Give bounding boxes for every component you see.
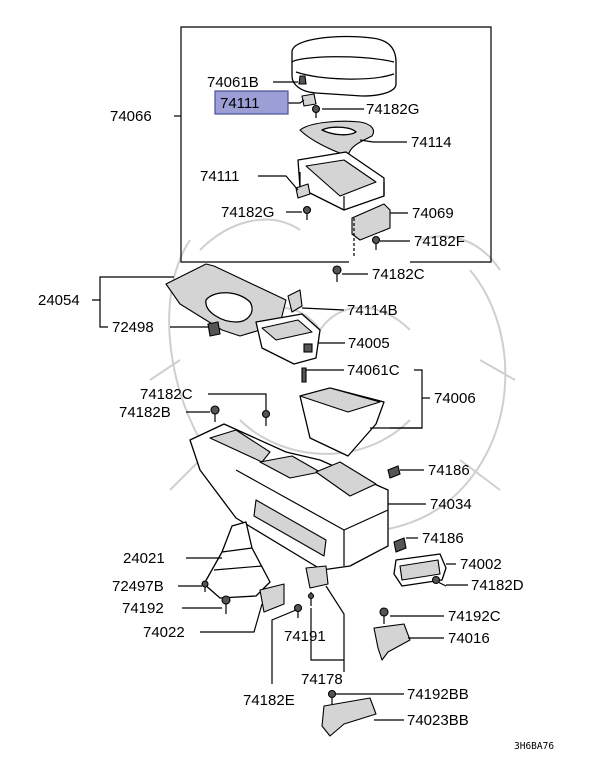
label-74066[interactable]: 74066 xyxy=(110,108,152,125)
screw-74182c-top[interactable] xyxy=(332,265,342,282)
bracket-74114b[interactable] xyxy=(287,289,303,313)
label-74191[interactable]: 74191 xyxy=(284,628,326,645)
box-74006[interactable] xyxy=(299,387,385,457)
label-74069[interactable]: 74069 xyxy=(412,205,454,222)
label-74022[interactable]: 74022 xyxy=(143,624,185,641)
latch-74069[interactable] xyxy=(351,203,391,258)
bracket-74023bb[interactable] xyxy=(321,697,377,737)
bolt-74192bb[interactable] xyxy=(327,689,337,705)
label-72497b[interactable]: 72497B xyxy=(112,578,164,595)
console-74034[interactable] xyxy=(189,423,389,571)
label-74002[interactable]: 74002 xyxy=(460,556,502,573)
screw-74182b[interactable] xyxy=(210,405,220,422)
clip-74061b[interactable] xyxy=(298,75,307,85)
label-74006[interactable]: 74006 xyxy=(434,390,476,407)
screw-74182f[interactable] xyxy=(371,235,381,251)
diagram-code: 3H6BA76 xyxy=(514,741,554,752)
hinge-74111-mid[interactable] xyxy=(295,183,311,199)
label-74182e[interactable]: 74182E xyxy=(243,692,295,709)
knob-72498[interactable] xyxy=(207,321,221,337)
label-74186-top[interactable]: 74186 xyxy=(428,462,470,479)
clip-74061c[interactable] xyxy=(301,367,307,383)
shift-boot-24021[interactable] xyxy=(203,521,271,599)
label-74111-top[interactable]: 74111 xyxy=(220,95,260,112)
bolt-74192[interactable] xyxy=(221,595,231,614)
highlight-box xyxy=(214,90,289,115)
stud-74178[interactable] xyxy=(307,592,315,606)
label-74182c-left[interactable]: 74182C xyxy=(140,386,193,403)
label-74192c[interactable]: 74192C xyxy=(448,608,501,625)
label-74192bb[interactable]: 74192BB xyxy=(407,686,469,703)
label-74178[interactable]: 74178 xyxy=(301,671,343,688)
lid-tray[interactable] xyxy=(297,151,385,211)
label-74192[interactable]: 74192 xyxy=(122,600,164,617)
label-74005[interactable]: 74005 xyxy=(348,335,390,352)
label-72498[interactable]: 72498 xyxy=(112,319,154,336)
label-74111-mid[interactable]: 74111 xyxy=(200,168,240,185)
label-74182d[interactable]: 74182D xyxy=(471,577,524,594)
label-74114b[interactable]: 74114B xyxy=(347,302,398,319)
group-frame xyxy=(180,26,492,263)
label-24021[interactable]: 24021 xyxy=(123,550,165,567)
bracket-74016[interactable] xyxy=(373,623,411,661)
label-74023bb[interactable]: 74023BB xyxy=(407,712,469,729)
label-74034[interactable]: 74034 xyxy=(430,496,472,513)
hinge-plate-74114[interactable] xyxy=(299,120,375,157)
bracket-74022[interactable] xyxy=(259,583,285,613)
screw-74182g-mid[interactable] xyxy=(302,205,312,221)
label-74182b[interactable]: 74182B xyxy=(119,404,171,421)
hinge-74111-top[interactable] xyxy=(301,93,317,107)
screw-74182g-top[interactable] xyxy=(311,104,321,119)
label-74182g-mid[interactable]: 74182G xyxy=(221,204,274,221)
label-24054[interactable]: 24054 xyxy=(38,292,80,309)
clip-74186-bottom[interactable] xyxy=(393,537,407,553)
label-74182g-top[interactable]: 74182G xyxy=(366,101,419,118)
screw-74182c-left[interactable] xyxy=(261,409,271,427)
label-74182f[interactable]: 74182F xyxy=(414,233,465,250)
bolt-74192c[interactable] xyxy=(379,607,389,624)
bracket-74191[interactable] xyxy=(305,565,329,589)
pocket-74005[interactable] xyxy=(255,313,321,365)
leader-lines xyxy=(92,81,468,721)
armrest-lid[interactable] xyxy=(291,35,397,97)
screw-74182d[interactable] xyxy=(431,575,447,587)
label-74182c-top[interactable]: 74182C xyxy=(372,266,425,283)
nut-72497b[interactable] xyxy=(201,580,209,592)
label-74061b[interactable]: 74061B xyxy=(207,74,259,91)
label-74114[interactable]: 74114 xyxy=(411,134,452,151)
label-74061c[interactable]: 74061C xyxy=(347,362,400,379)
clip-74186-top[interactable] xyxy=(387,465,401,479)
screw-74182e[interactable] xyxy=(293,603,303,619)
label-74186-bottom[interactable]: 74186 xyxy=(422,530,464,547)
label-74016[interactable]: 74016 xyxy=(448,630,490,647)
